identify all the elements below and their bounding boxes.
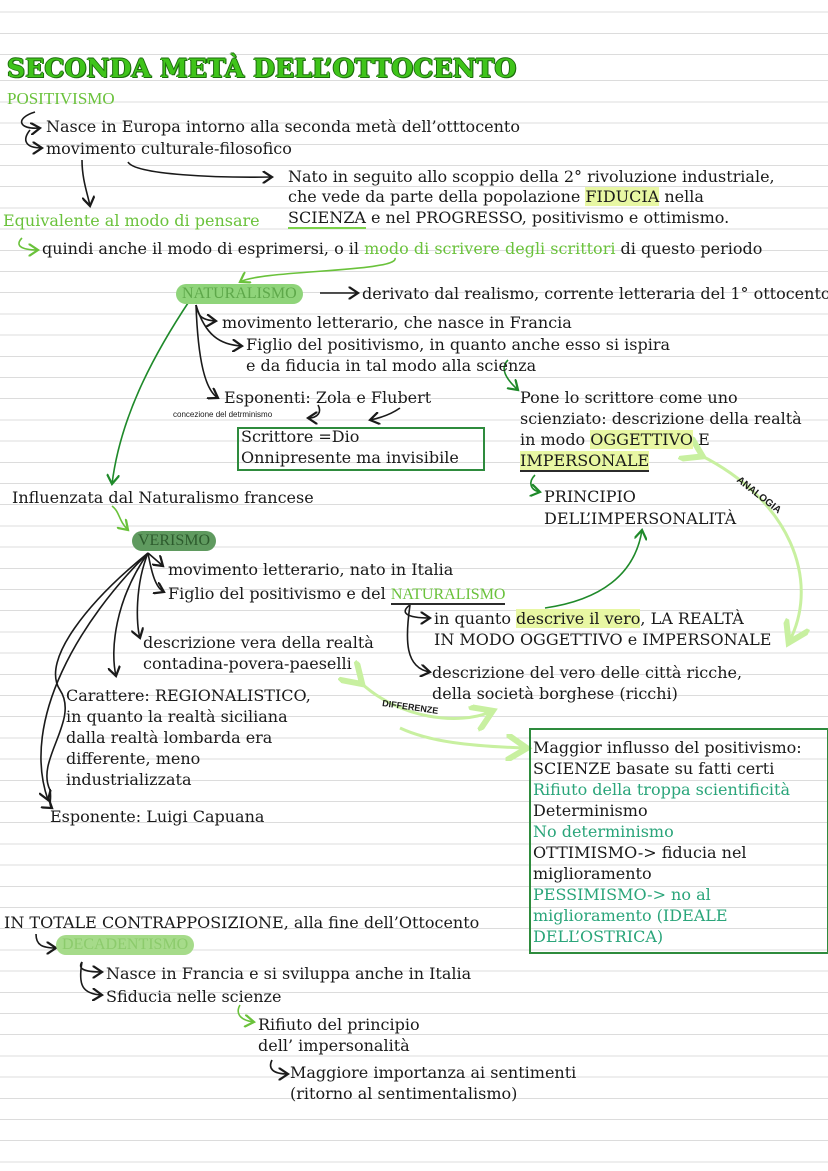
pone-line-1: Pone lo scrittore come uno: [520, 388, 738, 407]
esponente-capuana: Esponente: Luigi Capuana: [50, 807, 265, 826]
scrittore-box: [237, 427, 485, 471]
verismo-quanto-2: IN MODO OGGETTIVO e IMPERSONALE: [434, 630, 772, 649]
equivalente-label: Equivalente al modo di pensare: [3, 211, 260, 230]
principio-line-2: DELL’IMPERSONALITÀ: [544, 509, 737, 528]
verismo-quanto-1: in quanto descrive il vero, LA REALTÀ: [434, 609, 744, 628]
verismo-movimento: movimento letterario, nato in Italia: [168, 560, 454, 579]
naturalismo-movimento: movimento letterario, che nasce in Franc…: [222, 313, 572, 332]
confronto-item: PESSIMISMO-> no al: [533, 885, 711, 904]
positivismo-right-1: Nato in seguito allo scoppio della 2° ri…: [288, 167, 775, 186]
verismo-descr-1: descrizione vera della realtà: [143, 633, 374, 652]
confronto-item: Rifiuto della troppa scientificità: [533, 780, 791, 799]
page-title: SECONDA METÀ DELL’OTTOCENTO: [7, 54, 517, 83]
pone-line-4: IMPERSONALE: [520, 451, 650, 472]
positivismo-label: POSITIVISMO: [7, 89, 115, 108]
confronto-item: No determinismo: [533, 822, 674, 841]
scrittore-line-2: Onnipresente ma invisibile: [241, 448, 459, 467]
confronto-item: Determinismo: [533, 801, 648, 820]
decadentismo-line-1: Nasce in Francia e si sviluppa anche in …: [106, 964, 472, 983]
carattere-line-2: in quanto la realtà siciliana: [66, 707, 288, 726]
confronto-item: miglioramento (IDEALE: [533, 906, 728, 925]
decadentismo-intro: IN TOTALE CONTRAPPOSIZIONE, alla fine de…: [4, 913, 480, 932]
principio-line-1: PRINCIPIO: [544, 487, 636, 506]
verismo-figlio: Figlio del positivismo e del NATURALISMO: [168, 584, 506, 605]
carattere-line-3: dalla realtà lombarda era: [66, 728, 273, 747]
verismo-descr-2: contadina-povera-paeselli: [143, 654, 352, 673]
confronto-item: Maggior influsso del positivismo:: [533, 738, 802, 757]
carattere-line-5: industrializzata: [66, 770, 192, 789]
confronto-item: SCIENZE basate su fatti certi: [533, 759, 775, 778]
citta-line-1: descrizione del vero delle città ricche,: [432, 663, 743, 682]
decadentismo-line-4: dell’ impersonalità: [258, 1036, 410, 1055]
confronto-item: miglioramento: [533, 864, 652, 883]
confronto-item: DELL’OSTRICA): [533, 927, 664, 946]
naturalismo-label: NATURALISMO: [176, 284, 303, 304]
positivismo-right-3: SCIENZA e nel PROGRESSO, positivismo e o…: [288, 208, 730, 229]
citta-line-2: della società borghese (ricchi): [432, 684, 678, 703]
decadentismo-line-6: (ritorno al sentimentalismo): [290, 1084, 518, 1103]
decadentismo-label: DECADENTISMO: [56, 935, 195, 955]
positivismo-right-2: che vede da parte della popolazione FIDU…: [288, 187, 704, 206]
naturalismo-derivato: derivato dal realismo, corrente letterar…: [362, 284, 828, 303]
positivismo-line-2: movimento culturale-filosofico: [46, 139, 292, 158]
pone-line-2: scienziato: descrizione della realtà: [520, 409, 802, 428]
decadentismo-line-2: Sfiducia nelle scienze: [106, 987, 282, 1006]
naturalismo-esponenti: Esponenti: Zola e Flubert: [224, 388, 432, 407]
positivismo-line-1: Nasce in Europa intorno alla seconda met…: [46, 117, 520, 136]
verismo-label: VERISMO: [132, 531, 217, 551]
scrittore-line-1: Scrittore =Dio: [241, 427, 360, 446]
pone-line-3: in modo OGGETTIVO E: [520, 430, 710, 449]
influenzata-label: Influenzata dal Naturalismo francese: [12, 488, 314, 507]
concezione-label: concezione del detrminismo: [173, 410, 273, 419]
carattere-line-4: differente, meno: [66, 749, 201, 768]
naturalismo-figlio-2: e da fiducia in tal modo alla scienza: [246, 356, 537, 375]
quindi-line: quindi anche il modo di esprimersi, o il…: [42, 239, 763, 258]
naturalismo-figlio-1: Figlio del positivismo, in quanto anche …: [246, 335, 671, 354]
decadentismo-line-5: Maggiore importanza ai sentimenti: [290, 1063, 577, 1082]
carattere-line-1: Carattere: REGIONALISTICO,: [66, 686, 311, 705]
confronto-item: OTTIMISMO-> fiducia nel: [533, 843, 747, 862]
decadentismo-line-3: Rifiuto del principio: [258, 1015, 420, 1034]
